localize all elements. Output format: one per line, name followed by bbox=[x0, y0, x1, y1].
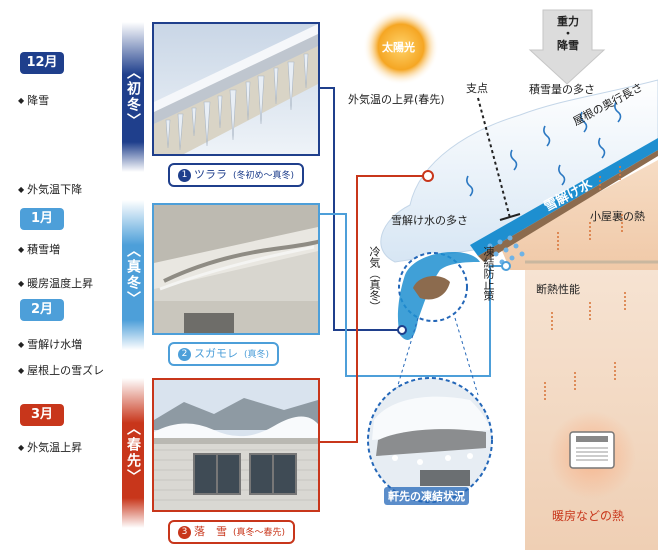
panel-title: スガモレ bbox=[194, 347, 238, 360]
month-december: 12月 bbox=[20, 52, 64, 74]
panel-period: (真冬～春先) bbox=[233, 528, 286, 538]
gravity-label: 重力・降雪 bbox=[557, 15, 579, 52]
season-early-winter: 〈初冬〉 bbox=[122, 22, 144, 172]
event-roof-snow-slide: ◆屋根上の雪ズレ bbox=[18, 364, 105, 377]
diamond-bullet-icon: ◆ bbox=[18, 279, 25, 288]
diamond-bullet-icon: ◆ bbox=[18, 96, 25, 105]
event-heating-rise: ◆暖房温度上昇 bbox=[18, 277, 94, 290]
diamond-bullet-icon: ◆ bbox=[18, 245, 25, 254]
insulation-label: 断熱性能 bbox=[536, 283, 580, 296]
cold-air-label: 冷気（真冬） bbox=[368, 246, 381, 312]
event-temp-rise: ◆外気温上昇 bbox=[18, 441, 83, 454]
season-mid-winter: 〈真冬〉 bbox=[122, 200, 144, 350]
icicles-illustration bbox=[154, 24, 318, 154]
diamond-bullet-icon: ◆ bbox=[18, 366, 25, 375]
photo-icicles bbox=[152, 22, 320, 156]
month-january: 1月 bbox=[20, 208, 64, 230]
ice-dam-illustration bbox=[154, 205, 324, 333]
panel-title: ツララ bbox=[194, 168, 227, 181]
panel-title: 落 雪 bbox=[194, 525, 227, 538]
eaves-freeze-label: 軒先の凍結状況 bbox=[384, 487, 469, 505]
sun-label: 太陽光 bbox=[382, 41, 415, 54]
gravity-arrow-icon bbox=[528, 9, 606, 85]
panel-period: (冬初め～真冬) bbox=[233, 171, 295, 181]
photo-ice-dam-leak bbox=[152, 203, 324, 335]
heating-heat-label: 暖房などの熱 bbox=[552, 509, 625, 523]
month-march: 3月 bbox=[20, 404, 64, 426]
attic-space bbox=[500, 160, 658, 270]
snow-amount-label: 積雪量の多さ bbox=[529, 83, 595, 96]
event-snow-increase: ◆積雪増 bbox=[18, 243, 61, 256]
photo-falling-snow bbox=[152, 378, 320, 512]
panel-number-badge: 2 bbox=[178, 348, 191, 361]
panel-number-badge: 3 bbox=[178, 526, 191, 539]
outside-temp-rise-label: 外気温の上昇(春先) bbox=[348, 93, 445, 106]
meltwater-amount-label: 雪解け水の多さ bbox=[391, 214, 468, 227]
diamond-bullet-icon: ◆ bbox=[18, 185, 25, 194]
fulcrum-label: 支点 bbox=[466, 82, 488, 95]
event-meltwater-increase: ◆雪解け水増 bbox=[18, 338, 83, 351]
month-february: 2月 bbox=[20, 299, 64, 321]
panel-period: (真冬) bbox=[244, 350, 270, 360]
roof-board bbox=[470, 138, 658, 256]
house-wall bbox=[525, 270, 658, 550]
event-snowfall: ◆降雪 bbox=[18, 94, 50, 107]
diamond-bullet-icon: ◆ bbox=[18, 340, 25, 349]
diamond-bullet-icon: ◆ bbox=[18, 443, 25, 452]
attic-heat-label: 小屋裏の熱 bbox=[590, 210, 645, 223]
season-early-spring: 〈春先〉 bbox=[122, 378, 144, 528]
panel-number-badge: 1 bbox=[178, 169, 191, 182]
sun-icon bbox=[363, 9, 439, 85]
anti-freeze-label: 凍結防止策 bbox=[482, 246, 495, 301]
event-temp-drop: ◆外気温下降 bbox=[18, 183, 83, 196]
falling-snow-illustration bbox=[154, 380, 318, 510]
roof-snow bbox=[380, 79, 658, 263]
